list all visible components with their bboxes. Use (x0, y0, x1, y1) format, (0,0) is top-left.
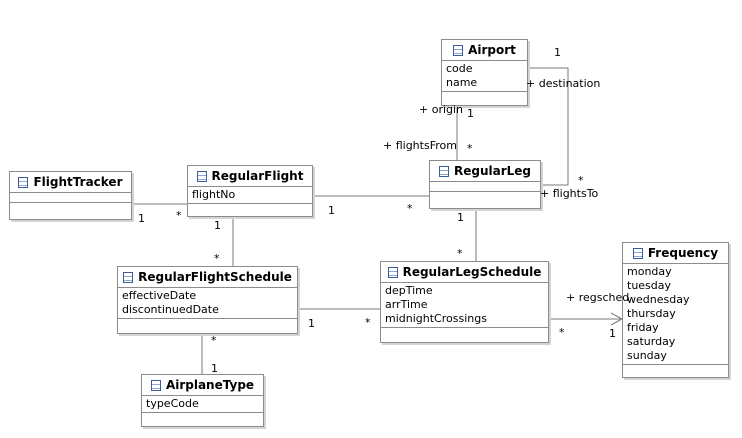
attribute: arrTime (385, 298, 428, 311)
class-name: RegularFlightSchedule (138, 270, 292, 284)
class-name: RegularLeg (453, 164, 531, 178)
attribute: code (446, 62, 473, 75)
class-flight-tracker[interactable]: FlightTracker (9, 171, 132, 220)
attribute: wednesday (627, 293, 690, 306)
role-label: + destination (526, 77, 601, 90)
operation-compartment (430, 191, 540, 200)
attribute: tuesday (627, 279, 672, 292)
role-label: + origin (419, 103, 464, 116)
class-name: Airport (468, 43, 516, 57)
class-name: AirplaneType (165, 378, 255, 392)
operation-compartment (10, 202, 131, 211)
attribute: flightNo (192, 188, 236, 201)
attribute-compartment: flightNo (188, 186, 312, 203)
attribute: name (446, 76, 478, 89)
multiplicity-label: * (365, 316, 371, 329)
operation-compartment (118, 318, 297, 327)
class-airport[interactable]: Airport code name (441, 39, 528, 106)
operation-compartment (142, 412, 263, 421)
role-label: + flightsTo (540, 187, 599, 200)
multiplicity-label: * (176, 209, 182, 222)
class-regular-leg-schedule[interactable]: RegularLegSchedule depTime arrTime midni… (380, 261, 549, 343)
class-frequency[interactable]: Frequency monday tuesday wednesday thurs… (622, 242, 729, 378)
class-name: RegularLegSchedule (402, 265, 542, 279)
attribute: typeCode (146, 397, 199, 410)
class-icon (453, 44, 464, 56)
operation-compartment (381, 327, 548, 336)
multiplicity-label: 1 (554, 46, 561, 59)
attribute-compartment (430, 181, 540, 191)
attribute-compartment: monday tuesday wednesday thursday friday… (623, 263, 728, 364)
class-icon (438, 165, 449, 177)
multiplicity-label: 1 (467, 107, 474, 120)
attribute-compartment: code name (442, 60, 527, 91)
attribute: midnightCrossings (385, 312, 487, 325)
operation-compartment (623, 364, 728, 373)
class-icon (18, 176, 29, 188)
multiplicity-label: * (211, 334, 217, 347)
multiplicity-label: 1 (328, 204, 335, 217)
operation-compartment (442, 91, 527, 100)
multiplicity-label: 1 (609, 327, 616, 340)
multiplicity-label: 1 (308, 317, 315, 330)
multiplicity-label: * (407, 202, 413, 215)
attribute-compartment: typeCode (142, 395, 263, 412)
multiplicity-label: * (214, 252, 220, 265)
attribute: effectiveDate (122, 289, 197, 302)
class-name: RegularFlight (211, 169, 304, 183)
attribute: discontinuedDate (122, 303, 219, 316)
multiplicity-label: * (559, 326, 565, 339)
multiplicity-label: 1 (211, 362, 218, 375)
class-regular-flight-schedule[interactable]: RegularFlightSchedule effectiveDate disc… (117, 266, 298, 334)
class-regular-flight[interactable]: RegularFlight flightNo (187, 165, 313, 217)
class-name: FlightTracker (33, 175, 123, 189)
multiplicity-label: 1 (457, 211, 464, 224)
attribute-compartment: depTime arrTime midnightCrossings (381, 282, 548, 327)
class-icon (150, 379, 161, 391)
class-name: Frequency (647, 246, 719, 260)
multiplicity-label: * (457, 247, 463, 260)
class-icon (387, 266, 398, 278)
role-label: + flightsFrom (383, 139, 457, 152)
class-airplane-type[interactable]: AirplaneType typeCode (141, 374, 264, 427)
attribute: depTime (385, 284, 433, 297)
class-icon (196, 170, 207, 182)
multiplicity-label: 1 (138, 212, 145, 225)
attribute: monday (627, 265, 672, 278)
attribute-compartment (10, 192, 131, 202)
multiplicity-label: * (578, 174, 584, 187)
multiplicity-label: 1 (214, 219, 221, 232)
attribute-compartment: effectiveDate discontinuedDate (118, 287, 297, 318)
class-icon (123, 271, 134, 283)
class-icon (632, 247, 643, 259)
operation-compartment (188, 203, 312, 212)
attribute: friday (627, 321, 659, 334)
class-regular-leg[interactable]: RegularLeg (429, 160, 541, 209)
attribute: sunday (627, 349, 667, 362)
attribute: thursday (627, 307, 676, 320)
attribute: saturday (627, 335, 676, 348)
role-label: + regsched (566, 291, 630, 304)
multiplicity-label: * (467, 142, 473, 155)
link-airport-destination (527, 67, 569, 186)
